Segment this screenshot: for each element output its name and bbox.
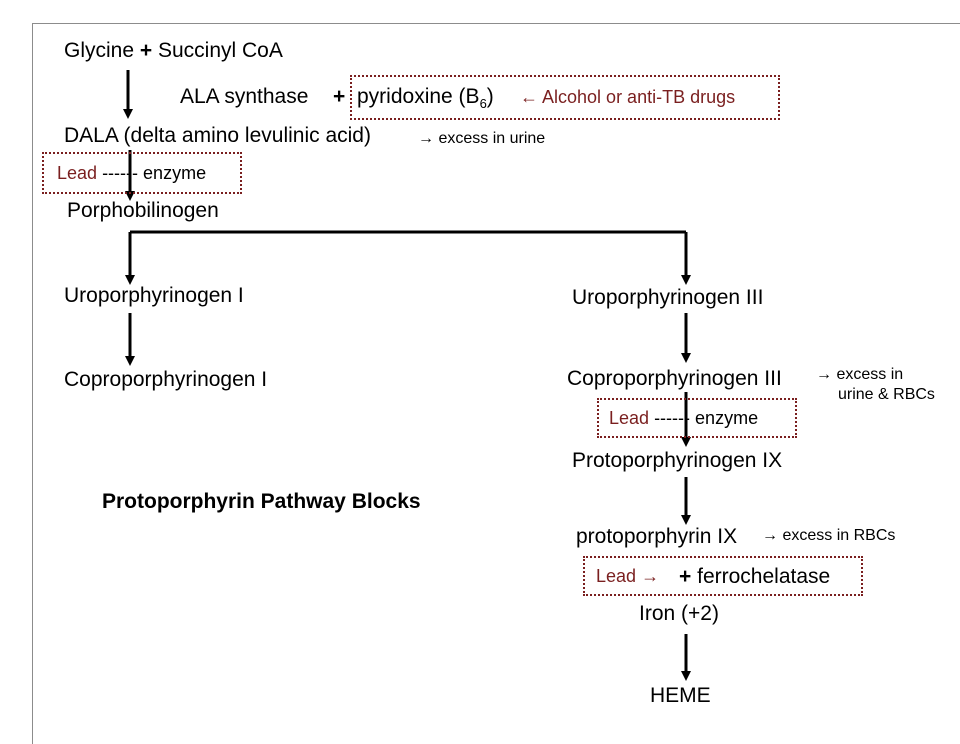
lead-block-2: Lead ------ enzyme xyxy=(609,408,759,428)
uroporphyrinogen-3-label: Uroporphyrinogen III xyxy=(572,286,764,309)
lead-label: Lead xyxy=(609,408,650,428)
iron-label: Iron (+2) xyxy=(639,602,719,625)
right-arrow-icon: → xyxy=(816,366,832,383)
diagram-title: Protoporphyrin Pathway Blocks xyxy=(102,490,421,513)
ala-synthase-label: ALA synthase xyxy=(180,85,309,108)
dala-label: DALA (delta amino levulinic acid) xyxy=(64,124,371,147)
alcohol-label: Alcohol or anti-TB drugs xyxy=(542,87,736,107)
lead-label: Lead xyxy=(57,163,98,183)
block-box-b6 xyxy=(350,75,780,120)
heme-label: HEME xyxy=(650,684,711,707)
porphobilinogen-label: Porphobilinogen xyxy=(67,199,219,222)
node-glycine-succinyl: Glycine + Succinyl CoA xyxy=(64,40,283,61)
lead-block-3: Lead → xyxy=(596,567,659,585)
lead-block-1: Lead ------ enzyme xyxy=(57,163,207,183)
pathway-arrows xyxy=(123,70,691,681)
glycine-label: Glycine xyxy=(64,39,135,62)
left-arrow-icon: ← xyxy=(520,87,538,107)
ferrochelatase-group: + ferrochelatase xyxy=(679,565,831,588)
pyridoxine-label: pyridoxine (B6) xyxy=(357,85,494,112)
lead-label: Lead xyxy=(596,566,637,586)
right-arrow-icon: → xyxy=(641,566,660,586)
ferrochelatase-label: ferrochelatase xyxy=(697,565,831,588)
uroporphyrinogen-1-label: Uroporphyrinogen I xyxy=(64,284,244,307)
copro3-excess-line2: urine & RBCs xyxy=(838,386,935,403)
coproporphyrinogen-3-label: Coproporphyrinogen III xyxy=(567,367,782,390)
protoporphyrinogen-9-label: Protoporphyrinogen IX xyxy=(572,449,783,472)
coproporphyrinogen-1-label: Coproporphyrinogen I xyxy=(64,368,268,391)
copro3-excess: → excess in xyxy=(816,366,904,383)
right-arrow-icon: → xyxy=(762,527,778,544)
slide-frame xyxy=(32,23,960,744)
proto9-excess: → excess in RBCs xyxy=(762,527,896,544)
block-box-lead-2 xyxy=(597,398,797,438)
protoporphyrin-9-label: protoporphyrin IX xyxy=(576,525,738,548)
succinyl-label: Succinyl CoA xyxy=(157,39,283,62)
plus-sign: + xyxy=(139,39,153,62)
block-box-lead-3 xyxy=(583,556,863,596)
dala-excess: → excess in urine xyxy=(418,130,546,147)
ala-plus-sign: + xyxy=(333,85,346,108)
alcohol-inhibitor: ← Alcohol or anti-TB drugs xyxy=(520,88,735,106)
right-arrow-icon: → xyxy=(418,130,434,147)
block-box-lead-1 xyxy=(42,152,242,194)
